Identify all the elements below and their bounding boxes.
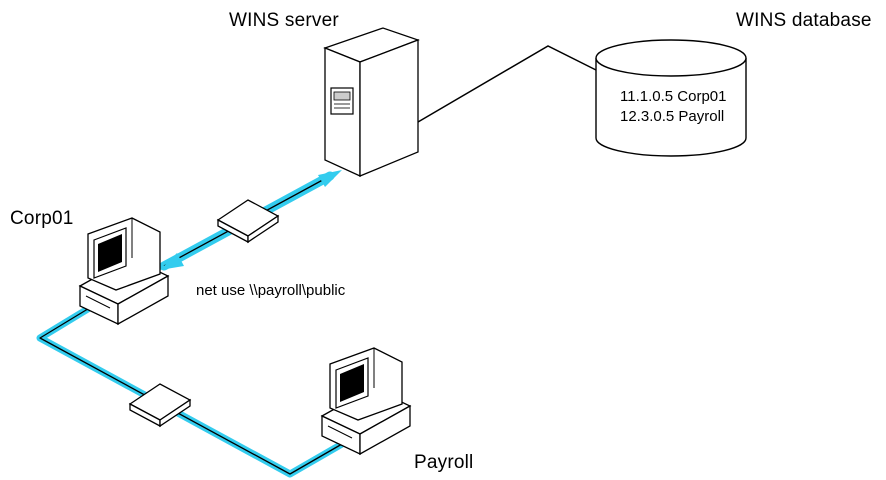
arrowhead-to-server [318, 170, 342, 187]
corp01-label: Corp01 [10, 208, 74, 229]
hub-device-lower [128, 383, 192, 428]
arrowhead-to-corp01 [160, 253, 184, 270]
wins-server-icon [323, 27, 420, 178]
payroll-computer-icon [320, 347, 412, 456]
database-record: 12.3.0.5 Payroll [620, 108, 725, 125]
corp01-payroll-link [36, 301, 344, 478]
wins-server-label: WINS server [229, 10, 339, 31]
database-record: 11.1.0.5 Corp01 [620, 88, 727, 105]
wins-database-label: WINS database [736, 10, 872, 31]
corp01-computer-icon [78, 217, 170, 326]
hub-device-upper [216, 199, 280, 244]
server-database-link [417, 45, 597, 123]
wins-database-icon [595, 39, 747, 157]
payroll-label: Payroll [414, 452, 474, 473]
command-text: net use \\payroll\public [196, 282, 346, 299]
